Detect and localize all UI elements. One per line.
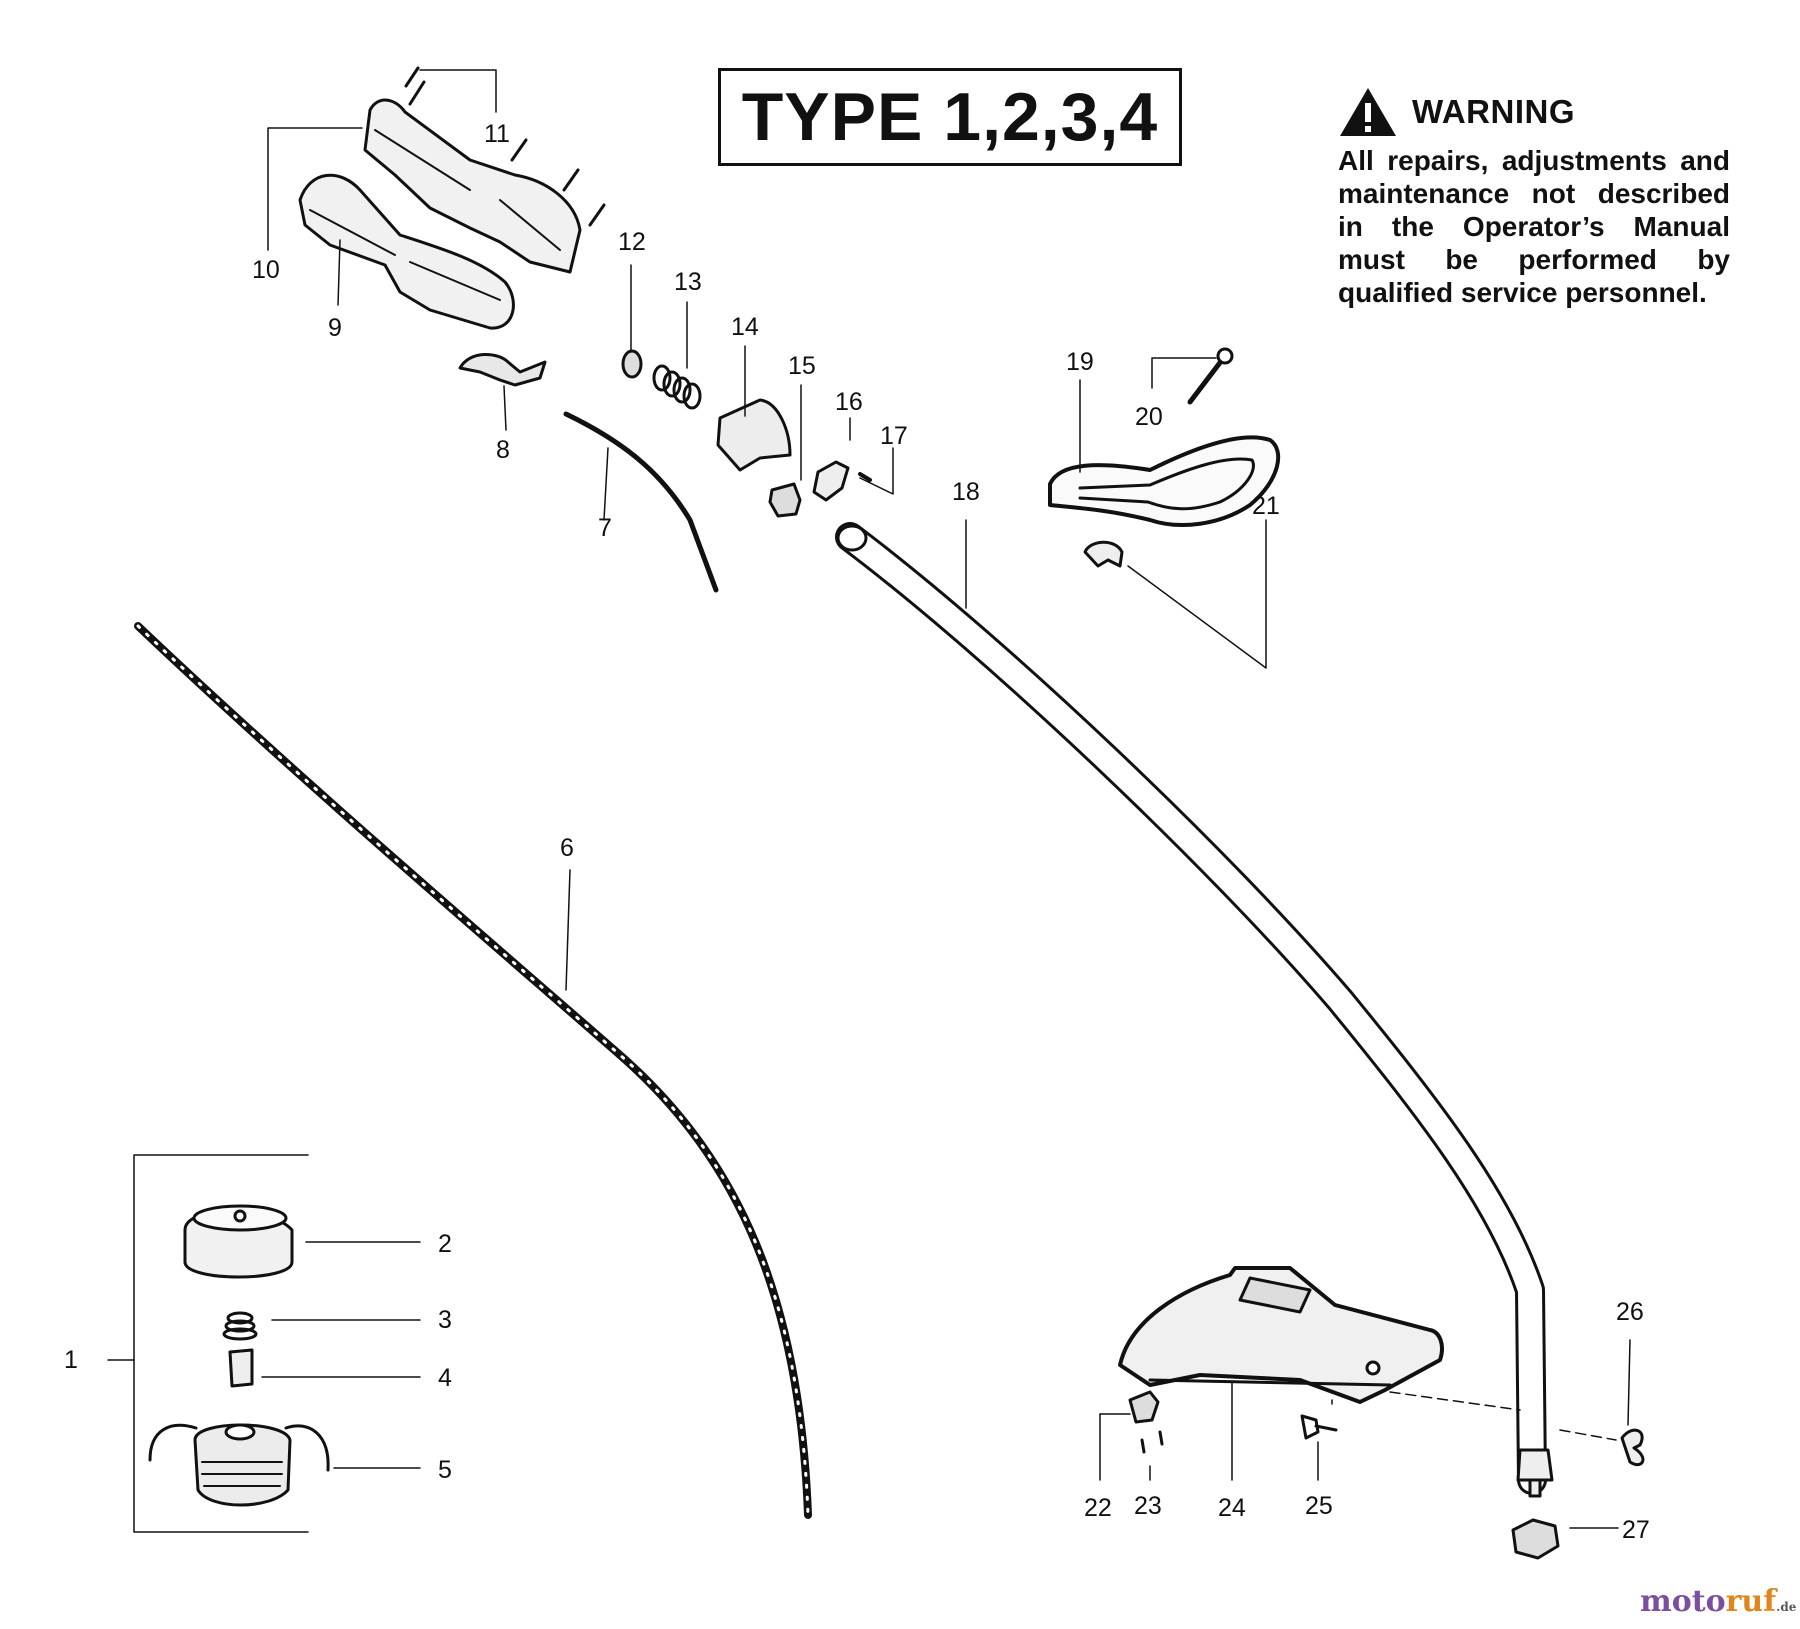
part-14-housing [716, 398, 792, 472]
callout-13: 13 [674, 268, 702, 296]
part-18-tube [835, 522, 1547, 1495]
callout-24: 24 [1218, 1494, 1246, 1522]
callout-9: 9 [328, 314, 342, 342]
trimmer-head-assembly [148, 1204, 330, 1507]
callout-27: 27 [1622, 1516, 1650, 1544]
part-13-spring [652, 364, 702, 410]
part-26-wing-nut [1620, 1428, 1645, 1467]
callout-10: 10 [252, 256, 280, 284]
part-24-guard [1118, 1266, 1444, 1404]
callout-2: 2 [438, 1230, 452, 1258]
callout-11: 11 [484, 120, 510, 148]
callout-22: 22 [1084, 1494, 1112, 1522]
warning-title: WARNING [1412, 93, 1575, 130]
callout-23: 23 [1134, 1492, 1162, 1520]
watermark-part1: moto [1640, 1584, 1726, 1619]
part-20-bolt-head [1216, 347, 1234, 365]
callout-18: 18 [952, 478, 980, 506]
callout-16: 16 [835, 388, 863, 416]
callout-21: 21 [1252, 492, 1280, 520]
part-8-trigger [458, 353, 547, 387]
callout-25: 25 [1305, 1492, 1333, 1520]
part-15-nut [768, 482, 802, 518]
callout-15: 15 [788, 352, 816, 380]
callout-1: 1 [64, 1346, 78, 1374]
watermark-suffix: .de [1776, 1600, 1797, 1614]
part-22-bracket [1128, 1390, 1160, 1424]
part-6-drive-shaft [134, 622, 812, 1519]
part-27-hex-nut [1511, 1518, 1560, 1560]
part-17-screw [858, 472, 872, 482]
callout-12: 12 [618, 228, 646, 256]
callout-6: 6 [560, 834, 574, 862]
callout-3: 3 [438, 1306, 452, 1334]
warning-notice: WARNING All repairs, adjustments and mai… [1338, 84, 1730, 309]
part-21-clamp [1083, 540, 1124, 568]
part-19-handle-loop [1048, 435, 1281, 527]
part-7-throttle-cable [563, 411, 719, 593]
callout-14: 14 [731, 313, 759, 341]
part-25-bolt [1300, 1414, 1338, 1440]
part-16-clip [812, 460, 850, 502]
part-11-screws [404, 66, 606, 227]
leader-lines [107, 69, 1631, 1533]
callout-26: 26 [1616, 1298, 1644, 1326]
part-9-handle-grip [298, 173, 515, 330]
watermark-part2: ruf [1725, 1584, 1777, 1619]
warning-text: All repairs, adjustments and maintenance… [1338, 145, 1730, 308]
part-20-bolt [1187, 357, 1225, 405]
callout-17: 17 [880, 422, 908, 450]
watermark-logo: motoruf.de [1640, 1584, 1796, 1619]
part-12-washer [621, 349, 643, 379]
callout-5: 5 [438, 1456, 452, 1484]
callout-4: 4 [438, 1364, 452, 1392]
part-10-handle-half [363, 98, 582, 274]
callout-19: 19 [1066, 348, 1094, 376]
callout-7: 7 [598, 514, 612, 542]
type-label-box: TYPE 1,2,3,4 [718, 68, 1182, 166]
warning-header: WARNING [1338, 84, 1730, 140]
warning-triangle-icon [1340, 88, 1396, 136]
callout-8: 8 [496, 436, 510, 464]
tube-end-fitting [1516, 1448, 1554, 1498]
callout-20: 20 [1135, 403, 1163, 431]
part-23-screws [1140, 1430, 1164, 1454]
